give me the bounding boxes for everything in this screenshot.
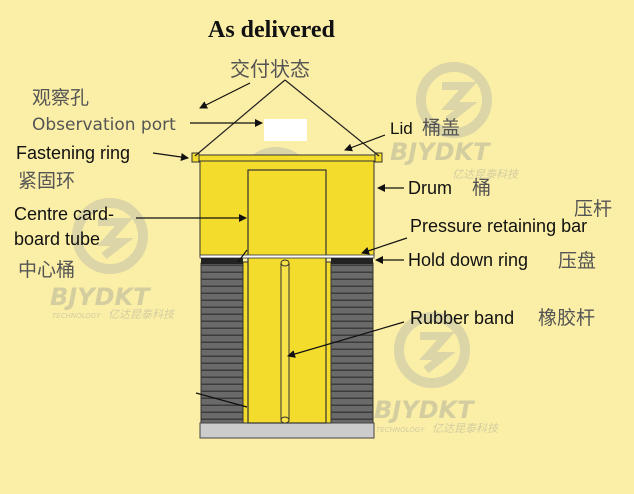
right-coil	[330, 262, 374, 424]
leader-lines	[136, 82, 408, 408]
hold-down-ring-right	[331, 258, 373, 264]
lid-label: Lid	[390, 119, 413, 138]
left-coil	[200, 262, 244, 424]
observation-port-label-cn: 观察孔	[32, 87, 89, 109]
hold-down-ring-left	[201, 258, 243, 264]
centre-tube-label-cn: 中心桶	[18, 259, 75, 281]
pressure-bar-label: Pressure retaining bar	[410, 216, 587, 236]
drum-lid	[196, 154, 378, 162]
diagram-title: As delivered	[208, 17, 336, 43]
fastening-ring-left	[191, 152, 200, 163]
watermark-logo: BJYDKT TECHNOLOGY 亿达昆泰科技	[374, 312, 500, 435]
hold-down-ring-label-cn: 压盘	[558, 250, 596, 272]
watermark-logo: BJYDKT TECHNOLOGY 亿达昆泰科技	[50, 198, 176, 321]
drum-assembly	[191, 79, 383, 439]
observation-port	[264, 119, 307, 141]
svg-text:亿达昆泰科技: 亿达昆泰科技	[108, 308, 176, 321]
drum-base	[199, 422, 375, 439]
svg-text:BJYDKT: BJYDKT	[50, 283, 151, 311]
svg-text:TECHNOLOGY: TECHNOLOGY	[52, 312, 101, 320]
svg-text:BJYDKT: BJYDKT	[390, 138, 491, 166]
rubber-band-rod	[280, 262, 290, 422]
pressure-bar-label-cn: 压杆	[574, 198, 612, 220]
svg-text:TECHNOLOGY: TECHNOLOGY	[376, 426, 425, 434]
rubber-band-label-cn: 橡胶杆	[538, 307, 595, 329]
rubber-band-label: Rubber band	[410, 308, 514, 328]
drum-label: Drum	[408, 178, 452, 198]
observation-port-label: Observation port	[32, 115, 176, 135]
centre-tube-label-1: Centre card-	[14, 204, 114, 224]
diagram-title-cn: 交付状态	[230, 57, 310, 81]
svg-text:亿达昆泰科技: 亿达昆泰科技	[432, 422, 500, 435]
drum-label-cn: 桶	[472, 177, 491, 199]
svg-text:亿达昆泰科技: 亿达昆泰科技	[452, 168, 520, 181]
fastening-ring-right	[374, 152, 383, 163]
pressure-retaining-bar	[199, 254, 375, 259]
centre-tube-label-2: board tube	[14, 229, 100, 249]
svg-text:BJYDKT: BJYDKT	[374, 396, 475, 424]
lid-label-cn: 桶盖	[422, 117, 460, 139]
hold-down-ring-label: Hold down ring	[408, 250, 528, 270]
fastening-ring-label: Fastening ring	[16, 143, 130, 163]
watermark-logo: BJYDKT 亿达昆泰科技	[390, 62, 520, 181]
fastening-ring-label-cn: 紧固环	[18, 170, 75, 192]
